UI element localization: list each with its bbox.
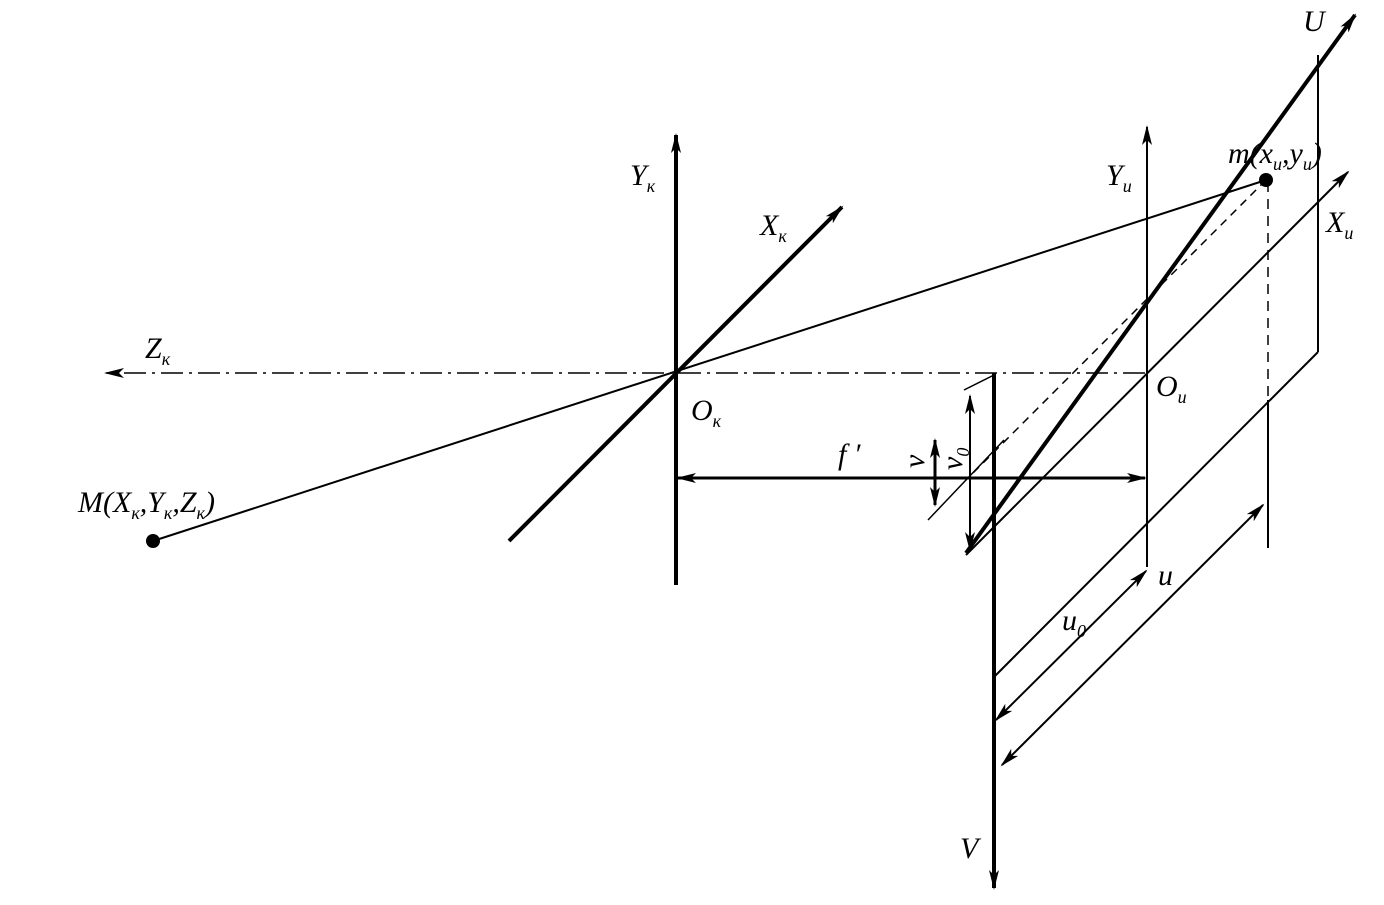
label-zk: Zк — [145, 332, 171, 369]
label-point-m: m(xи,yи) — [1228, 137, 1322, 174]
label-yk: Yк — [630, 159, 656, 196]
label-origin-ok: Oк — [691, 394, 722, 431]
label-origin-oi: Oи — [1156, 370, 1187, 407]
v0-extension-line — [963, 374, 995, 391]
label-u-axis: U — [1303, 5, 1327, 38]
label-small-u: u — [1158, 559, 1173, 592]
axis-u — [964, 13, 1357, 555]
axis-xk — [507, 205, 844, 543]
projection-ray — [152, 179, 1267, 542]
axis-xi — [965, 170, 1350, 556]
label-focal: f ′ — [838, 438, 861, 471]
point-m-dot — [1259, 173, 1273, 187]
projection-helper-dashed — [969, 179, 1267, 477]
point-big-m-dot — [146, 534, 160, 548]
label-u0: u0 — [1062, 604, 1086, 641]
label-xi: Xи — [1325, 206, 1353, 243]
label-xk: Xк — [759, 209, 787, 246]
u-dimension — [1000, 503, 1265, 767]
label-yi: Yи — [1106, 159, 1132, 196]
label-small-v: v — [898, 454, 931, 468]
label-v-axis: V — [960, 832, 982, 865]
label-v0: v0 — [936, 448, 973, 470]
label-point-big-m: M(Xк,Yк,Zк) — [77, 486, 215, 523]
